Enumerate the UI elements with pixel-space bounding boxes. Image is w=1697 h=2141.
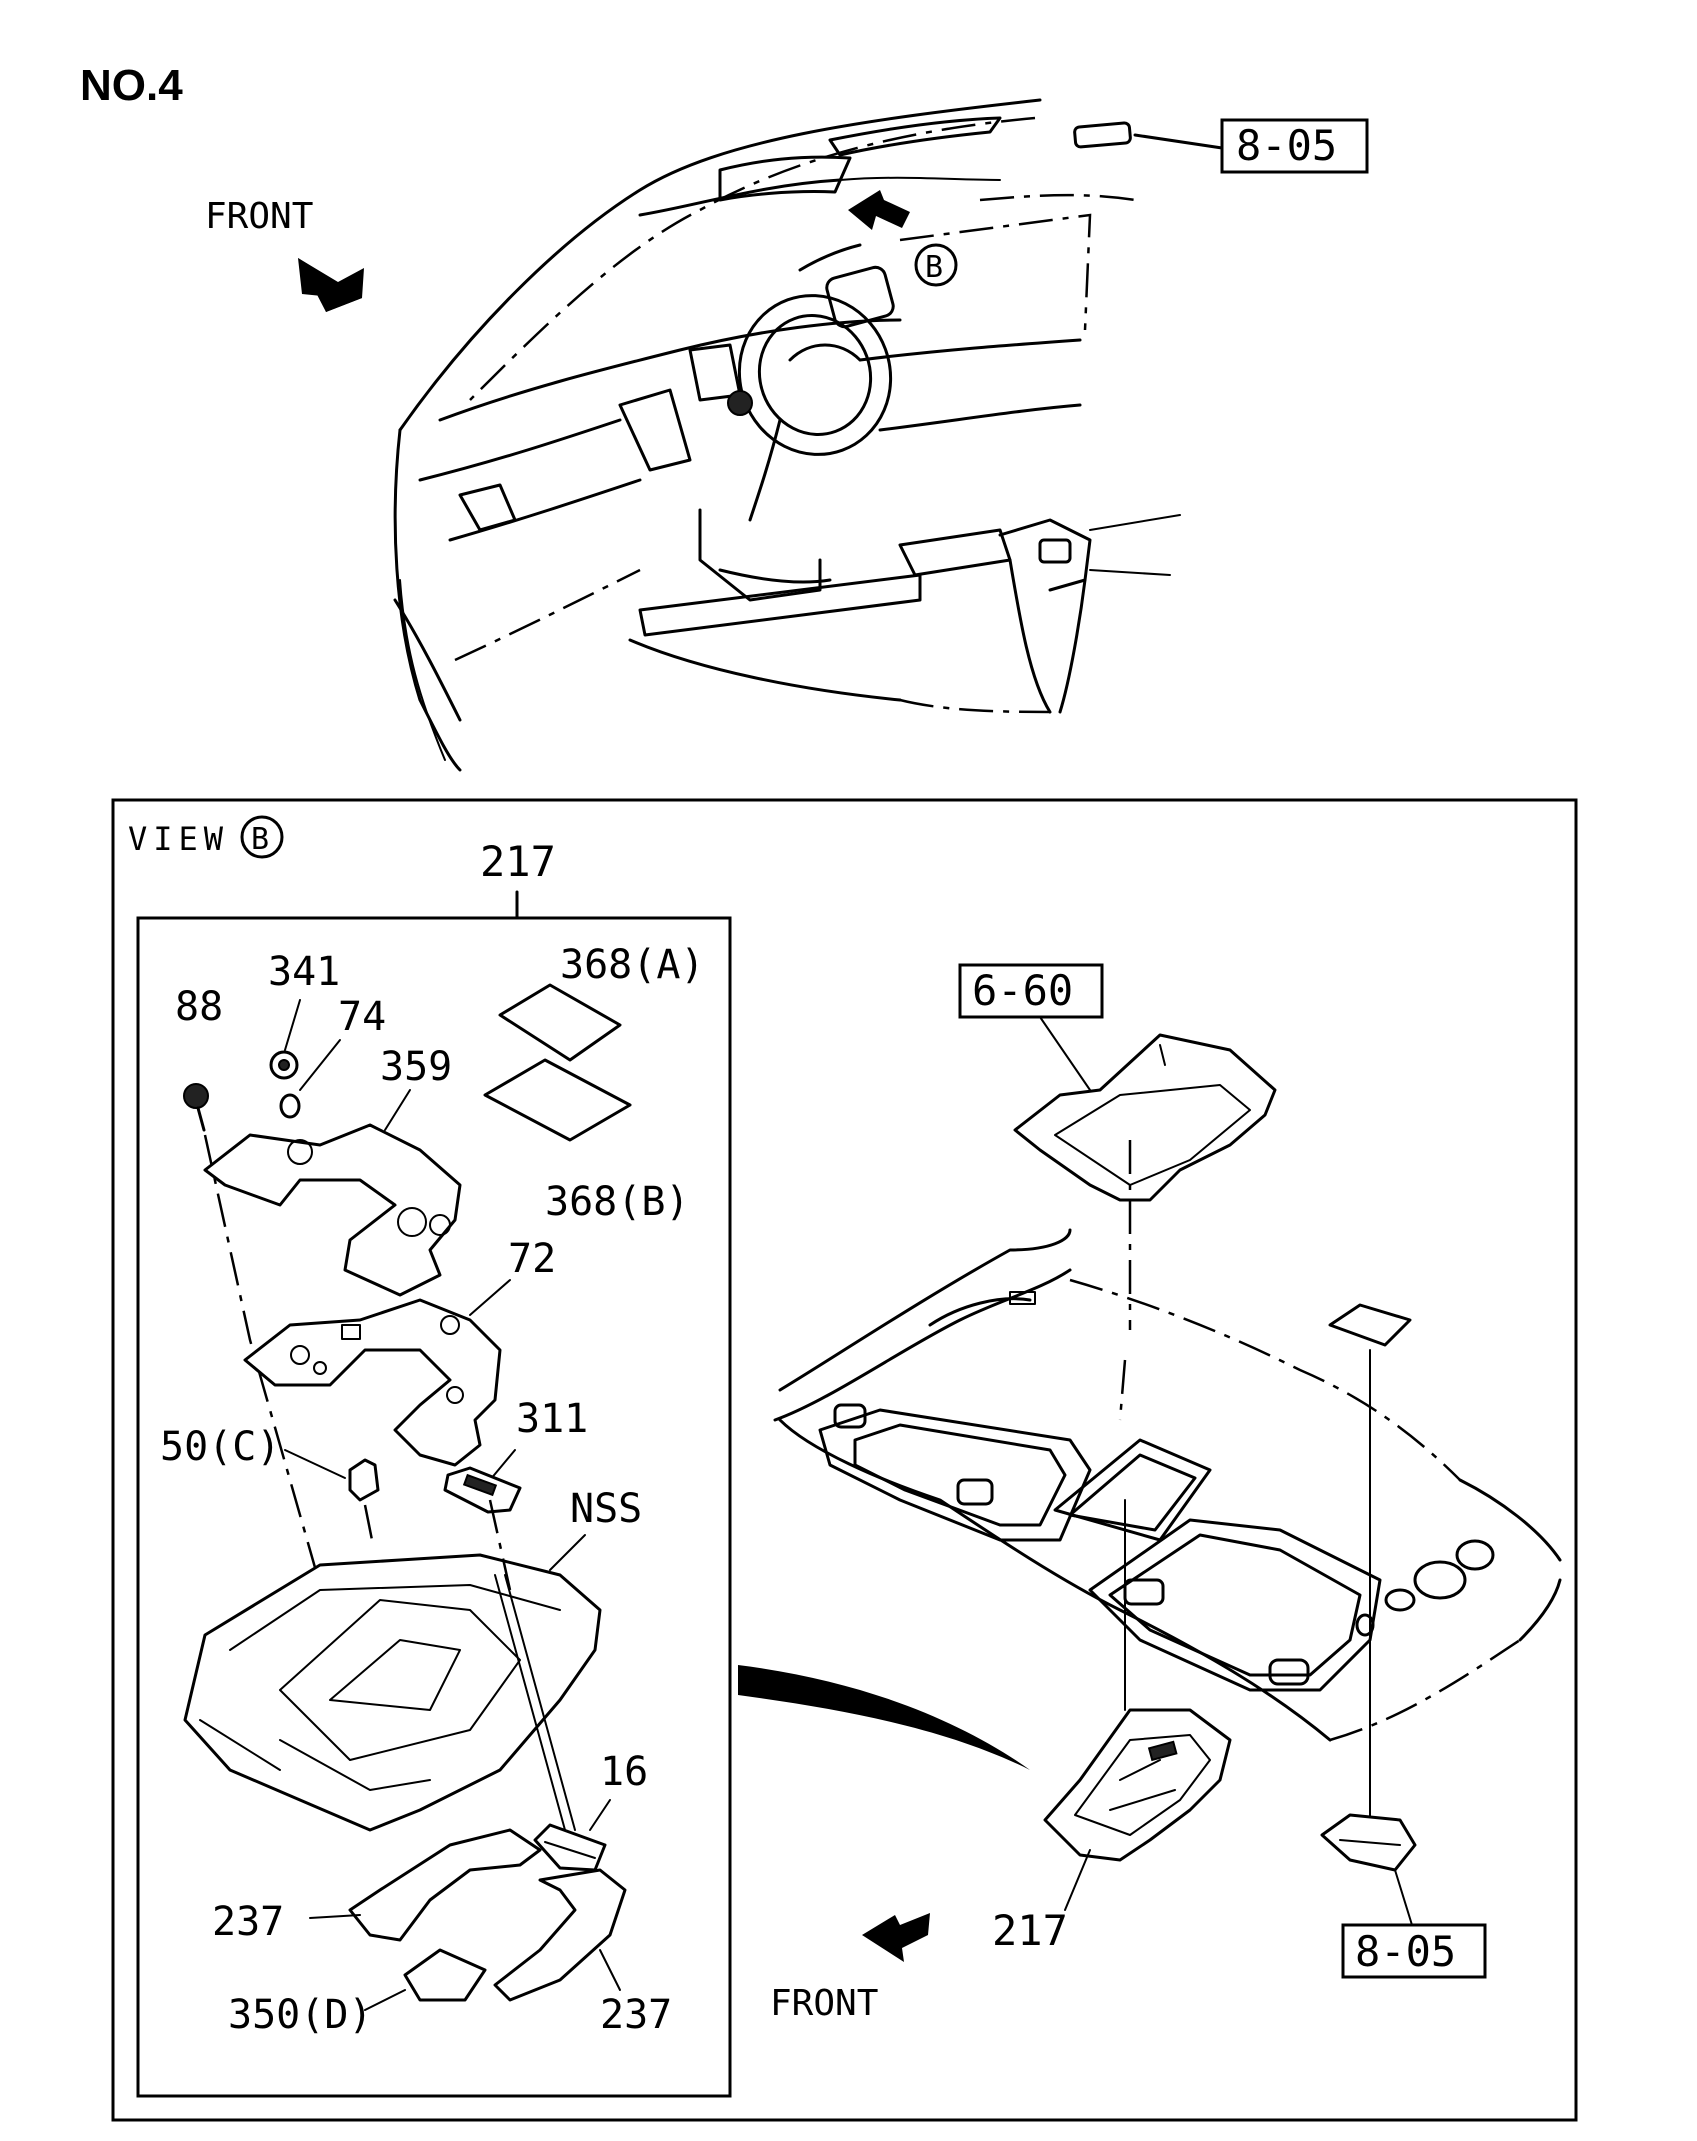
- callout-368a: 368(A): [560, 942, 705, 988]
- callout-88: 88: [175, 984, 223, 1030]
- trim-237-left: [348, 1828, 542, 1942]
- trim-237-right: [493, 1868, 627, 2002]
- pad-368a: [498, 983, 622, 1062]
- front-label-bottom: FRONT: [770, 1983, 878, 2024]
- callout-237a: 237: [212, 1899, 284, 1945]
- front-arrow-bottom-icon: [862, 1913, 930, 1962]
- page-title: NO.4: [80, 61, 183, 110]
- clip-50c: [348, 1458, 380, 1502]
- view-label: VIEW: [128, 820, 229, 858]
- exploded-view-box: [136, 916, 732, 2098]
- ref-box-8-05-bottom[interactable]: [1341, 1923, 1487, 1979]
- pointer-arrow-icon: [848, 190, 910, 230]
- callout-50c: 50(C): [160, 1424, 280, 1470]
- ref-box-8-05-top-label: 8-05: [1236, 121, 1337, 170]
- exploded-parts: 88 341 74 359 368(A) 368(B) 72: [160, 942, 705, 2038]
- pad-350d: [403, 1948, 487, 2002]
- front-label-top: FRONT: [205, 196, 313, 237]
- reinforcement-6-60: [1013, 1033, 1277, 1202]
- ref-box-8-05-top[interactable]: [1220, 118, 1369, 174]
- view-b-frame: [111, 798, 1578, 2122]
- callout-341: 341: [268, 949, 340, 995]
- callout-217-installed: 217: [992, 1906, 1068, 1955]
- lens-16: [533, 1823, 607, 1872]
- callout-nss: NSS: [570, 1486, 642, 1532]
- view-b-marker-circle: [914, 243, 958, 287]
- installed-view: 6-60: [738, 963, 1562, 2024]
- bracket-359: [203, 1123, 462, 1297]
- callout-74: 74: [338, 994, 386, 1040]
- callout-72: 72: [508, 1236, 556, 1282]
- callout-311: 311: [516, 1396, 588, 1442]
- callout-16: 16: [600, 1749, 648, 1795]
- callout-217-assembly: 217: [480, 837, 556, 886]
- callout-359: 359: [380, 1044, 452, 1090]
- callout-237b: 237: [600, 1992, 672, 2038]
- callout-350d: 350(D): [228, 1992, 373, 2038]
- callout-368b: 368(B): [545, 1179, 690, 1225]
- ref-box-6-60[interactable]: [958, 963, 1104, 1019]
- vehicle-interior-illustration: FRONT: [205, 98, 1369, 772]
- ref-box-8-05-bottom-label: 8-05: [1355, 1927, 1456, 1976]
- ref-box-6-60-label: 6-60: [972, 966, 1073, 1015]
- view-b-marker-top: B: [925, 250, 943, 285]
- view-b-marker: B: [251, 822, 269, 857]
- swoosh-arrow-icon: [738, 1665, 1030, 1770]
- frame-72: [243, 1298, 502, 1467]
- console-217-installed: [1043, 1708, 1232, 1862]
- pad-368b: [483, 1058, 632, 1142]
- console-housing-nss: [183, 1553, 602, 1832]
